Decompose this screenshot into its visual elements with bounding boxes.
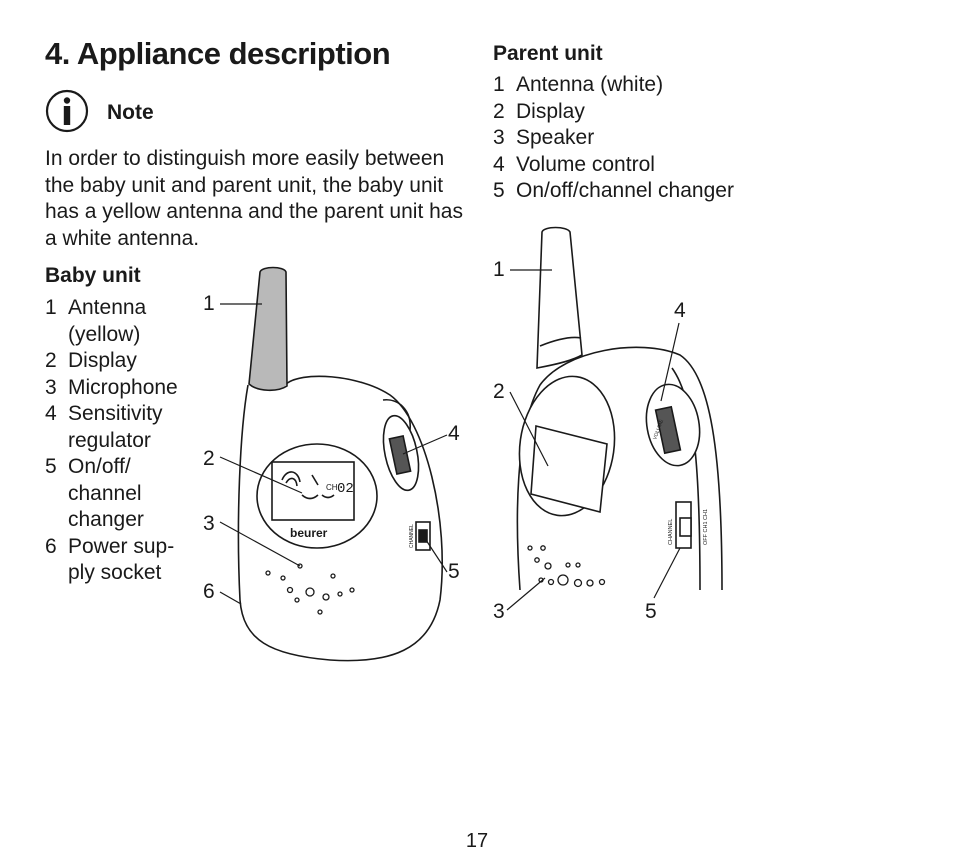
baby-callout-2: 2 (203, 447, 215, 470)
parent-unit-speaker-holes (527, 545, 606, 588)
parent-unit-antenna (536, 226, 583, 369)
baby-unit-display-digits: 02 (337, 481, 354, 497)
baby-callout-3: 3 (203, 512, 215, 535)
baby-unit-heading: Baby unit (45, 264, 141, 287)
note-text: In order to distinguish more easily betw… (45, 147, 463, 250)
baby-unit-switch-label: CHANNEL (409, 524, 415, 548)
baby-unit-display-channel: CH (326, 483, 338, 492)
parent-unit-leader-lines (506, 269, 681, 611)
info-icon (45, 89, 89, 133)
parent-callout-5: 5 (645, 600, 657, 623)
parent-callout-1: 1 (493, 258, 505, 281)
baby-callout-1: 1 (203, 292, 215, 315)
baby-unit-antenna (248, 266, 288, 392)
note-label: Note (107, 101, 154, 124)
baby-unit-display (271, 461, 355, 521)
parent-callout-2: 2 (493, 380, 505, 403)
parent-unit-heading: Parent unit (493, 42, 603, 65)
parent-callout-4: 4 (674, 299, 686, 322)
baby-unit-brand: beurer (290, 526, 328, 540)
parent-unit-switch-positions: OFF CH1 CH1 (703, 509, 709, 545)
page-number: 17 (465, 830, 489, 852)
baby-callout-4: 4 (448, 422, 460, 445)
page-title: 4. Appliance description (45, 36, 391, 71)
baby-unit-leader-lines (219, 303, 448, 605)
parent-unit-switch-label: CHANNEL (668, 519, 674, 545)
baby-callout-6: 6 (203, 580, 215, 603)
baby-callout-5: 5 (448, 560, 460, 583)
parent-unit-display (530, 424, 608, 514)
baby-unit-microphone-holes (265, 563, 355, 615)
parent-callout-3: 3 (493, 600, 505, 623)
